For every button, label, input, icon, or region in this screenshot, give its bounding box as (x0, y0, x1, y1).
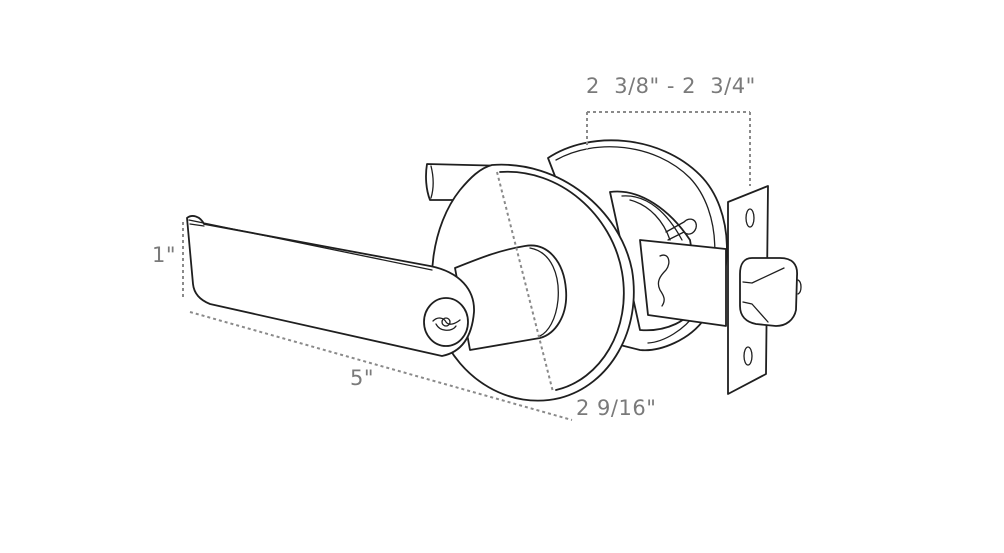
lever-arm[interactable] (186, 215, 475, 357)
latch-bar (639, 239, 727, 327)
key-cylinder (423, 297, 469, 347)
backset-label: 2 3/8" - 2 3/4" (586, 74, 756, 98)
lever-neck (454, 244, 567, 351)
length-dimension-line (189, 311, 573, 421)
diameter-dimension-line (496, 171, 554, 393)
rose-diameter-label: 2 9/16" (576, 396, 657, 420)
latch-bolt (739, 257, 802, 327)
dimension-lines (182, 111, 751, 421)
lever-height-label: 1" (152, 243, 177, 267)
lever-length-label: 5" (350, 366, 375, 390)
